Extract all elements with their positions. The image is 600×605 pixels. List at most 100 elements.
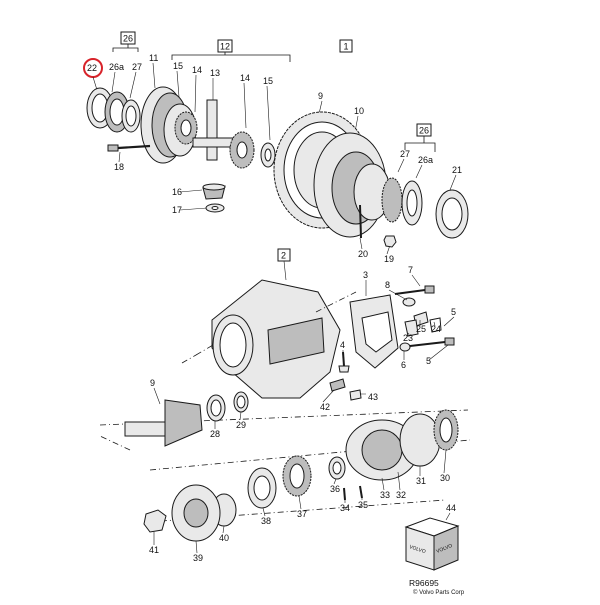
callout-22: 22 [87, 63, 97, 73]
callout-21: 21 [452, 165, 462, 175]
callout-5-top: 5 [451, 307, 456, 317]
bracket-12-lines [171, 52, 291, 62]
part-19-nut [383, 235, 397, 248]
part-36-washer [328, 456, 346, 480]
callout-4: 4 [340, 340, 345, 350]
group-box-26-left-label: 26 [123, 34, 133, 44]
callout-9-top: 9 [318, 91, 323, 101]
box-brand-side: VOLVO [436, 543, 454, 555]
part-16-diff-pinion [202, 183, 226, 200]
part-23-clip [404, 319, 419, 337]
callout-3: 3 [363, 270, 368, 280]
part-17-thrust-washer [205, 203, 225, 213]
part-32-diff-case [345, 413, 441, 481]
callout-44: 44 [446, 503, 456, 513]
group-box-12-label: 12 [220, 42, 230, 52]
callout-30: 30 [440, 473, 450, 483]
box-2-leader [283, 260, 287, 281]
callout-27-left: 27 [132, 62, 142, 72]
callout-38: 38 [261, 516, 271, 526]
callout-19: 19 [384, 254, 394, 264]
bracket-26-left-lines [112, 44, 139, 52]
callout-14-left: 14 [192, 65, 202, 75]
part-2-axle-housing [211, 279, 341, 399]
callout-31: 31 [416, 476, 426, 486]
callout-39: 39 [193, 553, 203, 563]
mid-leader-lines [322, 274, 455, 403]
part-9-drive-pinion [124, 399, 203, 447]
callout-15-left: 15 [173, 61, 183, 71]
group-bracket-26-right: 26 [404, 123, 436, 152]
group-bracket-26-left: 26 [112, 31, 139, 52]
callout-32: 32 [396, 490, 406, 500]
callout-17: 17 [172, 205, 182, 215]
part-10-diff-case [313, 132, 391, 238]
bottom-axis-line-2 [149, 439, 471, 471]
callout-5-bottom: 5 [426, 356, 431, 366]
callout-27-right: 27 [400, 149, 410, 159]
group-box-1 [339, 39, 353, 53]
part-35-bolt [359, 485, 363, 499]
part-5-6-bolt [399, 337, 455, 352]
callout-25: 25 [416, 324, 426, 334]
housing-axis-line [181, 291, 357, 364]
top-leader-lines [92, 62, 457, 255]
reference-code: R96695 [409, 578, 439, 588]
callout-10: 10 [354, 106, 364, 116]
callout-41: 41 [149, 545, 159, 555]
part-14-15-side-gear-left [174, 111, 198, 145]
part-20-bolt [359, 204, 362, 239]
callout-15-right: 15 [263, 76, 273, 86]
part-8-washer [402, 297, 416, 307]
bracket-26-right-lines [404, 136, 436, 152]
part-38-seal [247, 467, 277, 509]
bottom-axis-line-3 [147, 499, 446, 523]
part-41-nut [143, 509, 167, 533]
callout-9-bottom: 9 [150, 378, 155, 388]
part-30-bearing [433, 409, 459, 451]
callout-13: 13 [210, 68, 220, 78]
callout-35: 35 [358, 500, 368, 510]
part-26a-27-bearing-left [104, 91, 141, 133]
callout-33: 33 [380, 490, 390, 500]
callout-37: 37 [297, 509, 307, 519]
part-29-washer [233, 391, 249, 413]
callout-16: 16 [172, 187, 182, 197]
callout-7: 7 [408, 265, 413, 275]
group-box-1-label: 1 [344, 42, 349, 52]
callout-29: 29 [236, 420, 246, 430]
callout-34: 34 [340, 503, 350, 513]
part-18-bolt [107, 144, 151, 152]
group-bracket-12: 12 [171, 39, 291, 62]
part-42-plug [329, 378, 346, 392]
part-37-pinion-bearing [282, 455, 312, 497]
part-13-pinion-shaft [192, 99, 234, 161]
callout-14-right: 14 [240, 73, 250, 83]
part-24-25-lock [413, 311, 442, 333]
part-34-bolt [343, 487, 346, 501]
group-box-26-right-label: 26 [419, 126, 429, 136]
part-3-bearing-cap [349, 294, 399, 369]
callout-6: 6 [401, 360, 406, 370]
callout-42: 42 [320, 402, 330, 412]
part-27-26a-bearing-right [381, 177, 423, 226]
callout-36: 36 [330, 484, 340, 494]
bottom-leader-lines [153, 387, 451, 554]
part-14-15-side-gear-right [229, 131, 276, 169]
callout-24: 24 [431, 324, 441, 334]
part-7-bolt [394, 285, 435, 295]
part-21-bearing-cup [435, 189, 469, 239]
box-brand-front: VOLVO [408, 544, 426, 555]
callout-23: 23 [403, 333, 413, 343]
callout-18: 18 [114, 162, 124, 172]
part-4-stud [338, 351, 350, 373]
callout-26a-left: 26a [109, 62, 124, 72]
callout-11: 11 [149, 53, 158, 63]
callout-26a-right: 26a [418, 155, 433, 165]
copyright-text: © Volvo Parts Corp [413, 589, 465, 596]
callout-43: 43 [368, 392, 378, 402]
group-box-2-label: 2 [281, 251, 286, 261]
part-44-parts-box: VOLVO VOLVO [404, 517, 460, 571]
